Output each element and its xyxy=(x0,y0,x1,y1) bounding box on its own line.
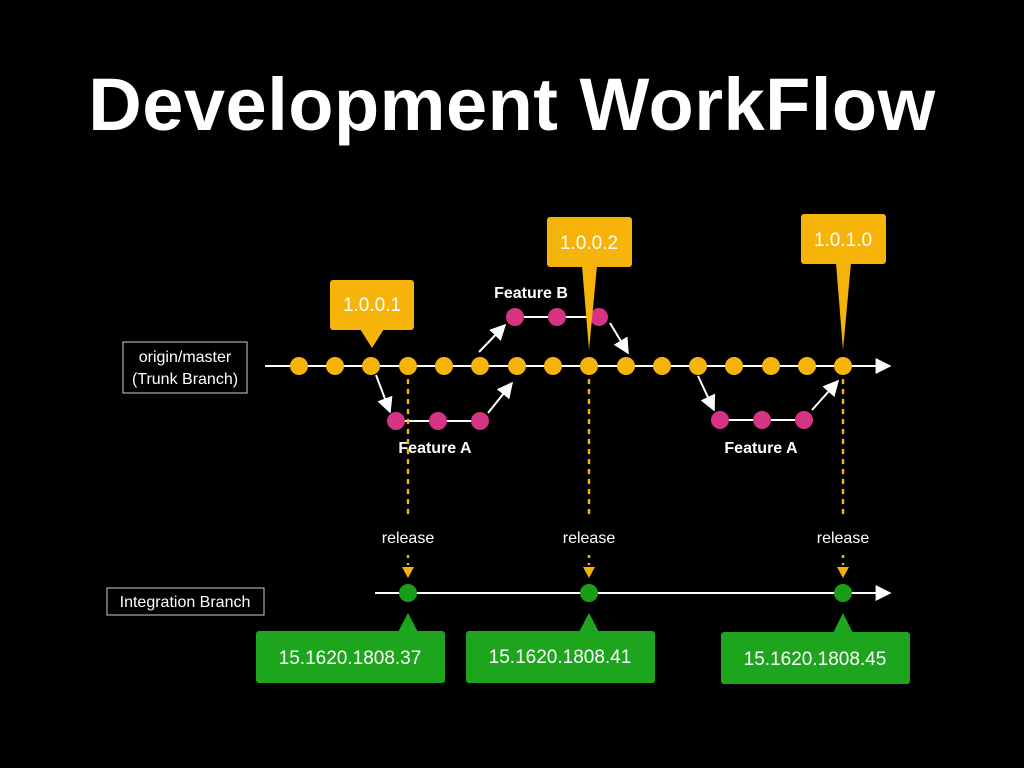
feature-a1-commit xyxy=(471,412,489,430)
feature-b-merge-arrow xyxy=(609,322,629,355)
feature-a2-merge-arrow xyxy=(811,379,840,411)
slide-title: Development WorkFlow xyxy=(88,63,936,146)
trunk-label-box xyxy=(122,341,248,394)
version-tag-label: 1.0.0.1 xyxy=(343,295,401,316)
trunk-commit xyxy=(362,357,380,375)
trunk-commit xyxy=(798,357,816,375)
trunk-commit xyxy=(544,357,562,375)
feature-a1-commit xyxy=(429,412,447,430)
release-label: release xyxy=(382,530,435,547)
feature-a1-branch-arrow xyxy=(375,374,393,414)
build-number: 15.1620.1808.37 xyxy=(279,648,422,669)
version-tag-3: 1.0.1.0 xyxy=(801,214,886,350)
trunk-commit xyxy=(689,357,707,375)
trunk-commit xyxy=(290,357,308,375)
build-box-2: 15.1620.1808.41 xyxy=(466,613,655,683)
trunk-commits xyxy=(290,357,852,375)
integration-commit xyxy=(834,584,852,602)
feature-a2-commit xyxy=(711,411,729,429)
build-box-1: 15.1620.1808.37 xyxy=(256,613,445,683)
feature-a2-branch-arrow xyxy=(697,375,716,412)
integration-commit xyxy=(399,584,417,602)
release-label: release xyxy=(563,530,616,547)
version-tag-1: 1.0.0.1 xyxy=(330,280,414,348)
feature-a2-label: Feature A xyxy=(724,440,798,457)
trunk-commit xyxy=(326,357,344,375)
trunk-label-line2: (Trunk Branch) xyxy=(132,371,238,388)
integration-commit xyxy=(580,584,598,602)
integration-label: Integration Branch xyxy=(120,594,251,611)
feature-b-commit xyxy=(506,308,524,326)
build-number: 15.1620.1808.45 xyxy=(744,649,887,670)
trunk-label-line1: origin/master xyxy=(139,349,232,366)
feature-b-branch-arrow xyxy=(478,323,507,353)
feature-b-label: Feature B xyxy=(494,285,568,302)
trunk-commit xyxy=(617,357,635,375)
feature-b-commit xyxy=(548,308,566,326)
version-tag-label: 1.0.0.2 xyxy=(560,233,618,254)
version-tag-2: 1.0.0.2 xyxy=(547,217,632,350)
release-label: release xyxy=(817,530,870,547)
trunk-commit xyxy=(508,357,526,375)
trunk-commit xyxy=(834,357,852,375)
trunk-commit xyxy=(471,357,489,375)
release-arrowhead xyxy=(583,567,595,578)
trunk-commit xyxy=(399,357,417,375)
trunk-commit xyxy=(435,357,453,375)
version-tag-label: 1.0.1.0 xyxy=(814,230,872,251)
feature-a1-commit xyxy=(387,412,405,430)
release-arrowhead xyxy=(402,567,414,578)
feature-a2-commit xyxy=(753,411,771,429)
trunk-commit xyxy=(653,357,671,375)
trunk-commit xyxy=(725,357,743,375)
build-number: 15.1620.1808.41 xyxy=(489,647,632,668)
feature-a1-merge-arrow xyxy=(487,381,513,414)
trunk-commit xyxy=(580,357,598,375)
release-arrowhead xyxy=(837,567,849,578)
feature-b-commit xyxy=(590,308,608,326)
build-box-3: 15.1620.1808.45 xyxy=(721,613,910,684)
feature-a1-label: Feature A xyxy=(398,440,472,457)
integration-label-box xyxy=(106,587,265,616)
trunk-commit xyxy=(762,357,780,375)
feature-a2-commit xyxy=(795,411,813,429)
